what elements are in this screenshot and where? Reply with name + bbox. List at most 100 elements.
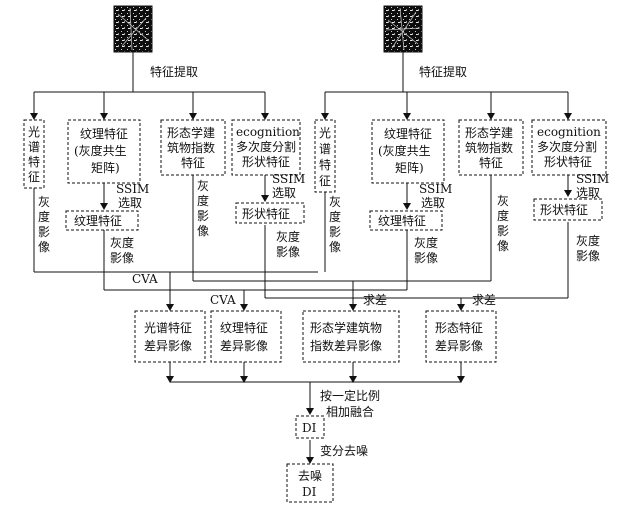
right-texture-feature-box: 纹理特征 <box>369 210 443 231</box>
svg-text:特征: 特征 <box>479 155 503 170</box>
svg-text:差异影像: 差异影像 <box>220 339 268 353</box>
svg-text:像: 像 <box>329 240 341 254</box>
morph-building-diff-image-box: 形态学建筑物 指数差异影像 <box>302 310 400 363</box>
left-gray-image-b: 灰度 影像 <box>110 235 134 265</box>
svg-text:形状特征: 形状特征 <box>242 206 290 221</box>
left-texture-feature-box: 纹理特征 <box>65 210 139 231</box>
svg-text:灰: 灰 <box>497 194 509 208</box>
svg-text:形状特征: 形状特征 <box>544 154 592 169</box>
svg-text:矩阵): 矩阵) <box>91 161 120 175</box>
proportion-fusion-label-2: 相加融合 <box>326 404 374 419</box>
svg-text:影: 影 <box>38 225 50 239</box>
right-gray-image-b: 灰度 影像 <box>414 235 438 265</box>
svg-text:征: 征 <box>319 174 331 188</box>
right-shape-feature-box: 形状特征 <box>533 198 603 221</box>
svg-text:形状特征: 形状特征 <box>540 202 588 217</box>
svg-text:去噪: 去噪 <box>298 469 322 483</box>
svg-text:多次度分割: 多次度分割 <box>537 139 597 154</box>
svg-text:影像: 影像 <box>276 245 300 259</box>
left-satellite-image <box>113 5 153 53</box>
texture-diff-image-box: 纹理特征 差异影像 <box>210 310 282 363</box>
right-ssim-label-2: SSIM <box>576 172 609 186</box>
right-texture-glcm-box: 纹理特征 (灰度共生 矩阵) <box>371 119 445 184</box>
right-ssim-label: SSIM <box>419 182 452 196</box>
right-gray-image-c: 灰 度 影 像 <box>497 194 509 253</box>
svg-text:指数差异影像: 指数差异影像 <box>310 338 382 353</box>
cva-label-1: CVA <box>132 272 158 286</box>
svg-text:度: 度 <box>38 209 50 224</box>
diff-label-2: 求差 <box>472 293 496 307</box>
right-select-label: 选取 <box>421 196 445 210</box>
svg-text:灰: 灰 <box>329 195 341 209</box>
right-satellite-image <box>383 5 423 53</box>
left-feature-extraction-label: 特征提取 <box>150 64 198 79</box>
svg-text:纹理特征: 纹理特征 <box>220 320 268 335</box>
denoised-di-box: 去噪 DI <box>286 463 334 503</box>
svg-text:灰度: 灰度 <box>576 233 600 248</box>
proportion-fusion-label-1: 按一定比例 <box>320 388 380 403</box>
svg-text:光谱特征: 光谱特征 <box>144 320 192 335</box>
svg-text:ecognition: ecognition <box>537 125 601 139</box>
svg-text:ecognition: ecognition <box>236 125 300 139</box>
svg-text:度: 度 <box>329 209 341 224</box>
right-gray-image-d: 灰度 影像 <box>576 233 600 263</box>
left-ecognition-shape-box: ecognition 多次度分割 形状特征 <box>231 119 301 176</box>
svg-text:DI: DI <box>302 421 317 435</box>
svg-text:征: 征 <box>28 170 40 184</box>
svg-text:影像: 影像 <box>576 249 600 263</box>
svg-text:矩阵): 矩阵) <box>395 161 424 175</box>
left-ssim-label: SSIM <box>116 182 149 196</box>
svg-text:形态特征: 形态特征 <box>435 320 483 335</box>
diff-label-1: 求差 <box>363 293 387 307</box>
svg-text:纹理特征: 纹理特征 <box>384 126 432 141</box>
svg-text:影像: 影像 <box>110 251 134 265</box>
svg-text:特: 特 <box>319 157 331 172</box>
svg-text:影: 影 <box>329 225 341 239</box>
svg-text:影像: 影像 <box>414 251 438 265</box>
left-shape-feature-box: 形状特征 <box>235 202 305 224</box>
svg-text:形态学建: 形态学建 <box>465 125 513 140</box>
right-feature-extraction-label: 特征提取 <box>419 64 467 79</box>
right-ecognition-shape-box: ecognition 多次度分割 形状特征 <box>531 119 607 176</box>
svg-text:灰度: 灰度 <box>276 229 300 244</box>
arrowheads <box>30 113 572 464</box>
svg-text:纹理特征: 纹理特征 <box>74 213 122 228</box>
shape-diff-image-box: 形态特征 差异影像 <box>425 310 497 363</box>
svg-text:灰: 灰 <box>38 195 50 209</box>
svg-text:光: 光 <box>28 125 40 139</box>
svg-text:纹理特征: 纹理特征 <box>80 126 128 141</box>
connector-lines <box>33 52 569 463</box>
left-gray-image-c: 灰 度 影 像 <box>197 179 209 238</box>
svg-text:(灰度共生: (灰度共生 <box>378 143 431 158</box>
left-ssim-label-2: SSIM <box>272 172 305 186</box>
svg-text:度: 度 <box>197 193 209 208</box>
svg-text:影: 影 <box>497 224 509 238</box>
left-spectral-feature-box: 光 谱 特 征 <box>23 119 45 189</box>
left-texture-glcm-box: 纹理特征 (灰度共生 矩阵) <box>67 119 141 184</box>
svg-text:灰: 灰 <box>197 179 209 193</box>
right-gray-image-a: 灰 度 影 像 <box>329 195 341 254</box>
svg-text:像: 像 <box>38 240 50 254</box>
left-gray-image-d: 灰度 影像 <box>276 229 300 259</box>
svg-text:光: 光 <box>319 126 331 140</box>
svg-text:影: 影 <box>197 209 209 223</box>
left-morph-building-index-box: 形态学建 筑物指数 特征 <box>160 119 226 176</box>
cva-label-2: CVA <box>210 293 236 307</box>
svg-text:DI: DI <box>302 485 317 499</box>
svg-text:谱: 谱 <box>319 142 331 156</box>
right-select-label-2: 选取 <box>576 186 600 200</box>
svg-text:像: 像 <box>497 239 509 253</box>
svg-text:形状特征: 形状特征 <box>242 154 290 169</box>
svg-text:筑物指数: 筑物指数 <box>167 140 215 155</box>
svg-text:特征: 特征 <box>181 155 205 170</box>
svg-text:差异影像: 差异影像 <box>435 339 483 353</box>
svg-text:灰度: 灰度 <box>110 235 134 250</box>
svg-text:多次度分割: 多次度分割 <box>236 139 296 154</box>
svg-text:度: 度 <box>497 208 509 223</box>
svg-text:筑物指数: 筑物指数 <box>465 140 513 155</box>
di-box: DI <box>295 415 325 439</box>
svg-text:差异影像: 差异影像 <box>144 339 192 353</box>
right-morph-building-index-box: 形态学建 筑物指数 特征 <box>458 119 524 176</box>
svg-text:形态学建筑物: 形态学建筑物 <box>310 320 382 335</box>
svg-text:灰度: 灰度 <box>414 235 438 250</box>
